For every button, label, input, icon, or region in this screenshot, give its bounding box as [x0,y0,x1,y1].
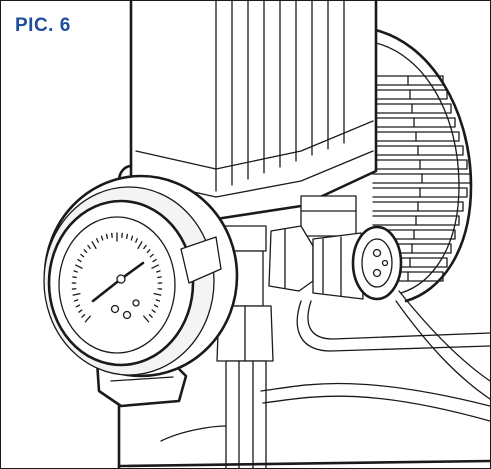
gauge-tick [135,238,138,243]
gauge-tick [153,292,162,296]
gauge-tick [155,299,161,302]
gauge-tick [148,314,153,318]
gauge-tick [143,315,150,323]
gauge-tick [152,258,157,263]
gauge-tick [125,233,129,239]
pressure-gauge [43,174,239,378]
gauge-tick [149,253,154,258]
gauge-tick [157,276,162,279]
gauge-tick [83,249,88,254]
gauge-tick [156,270,161,273]
ventilation-grille [372,75,472,282]
gauge-tick [130,235,134,241]
gauge-tick [87,244,91,250]
gauge-tick [75,264,83,269]
gauge-needle-pivot [116,274,126,284]
gauge-tick-marks [71,232,163,323]
gauge-tick [72,292,81,296]
gauge-tick [100,235,104,241]
gauge-tick [96,238,99,243]
gauge-tick [81,314,86,318]
gauge-tick [73,299,79,302]
gauge-needle-lower [91,277,123,303]
cooling-fins [215,1,345,192]
gauge-tick [78,309,83,313]
quick-coupler [268,225,403,301]
gauge-tick [137,241,143,250]
gauge-tick [73,270,78,273]
gauge-tick [80,253,85,258]
gauge-tick [151,264,159,269]
gauge-tick [77,258,82,263]
air-hose [260,290,490,422]
gauge-tick [72,276,77,279]
gauge-tick [151,309,156,313]
gauge-tick [105,233,109,239]
gauge-tick [75,304,81,308]
gauge-tick [84,315,91,323]
figure-label: PIC. 6 [15,15,71,36]
gauge-tick [146,249,151,254]
gauge-tick [153,304,159,308]
gauge-tick [91,241,97,250]
gauge-tick [143,244,147,250]
